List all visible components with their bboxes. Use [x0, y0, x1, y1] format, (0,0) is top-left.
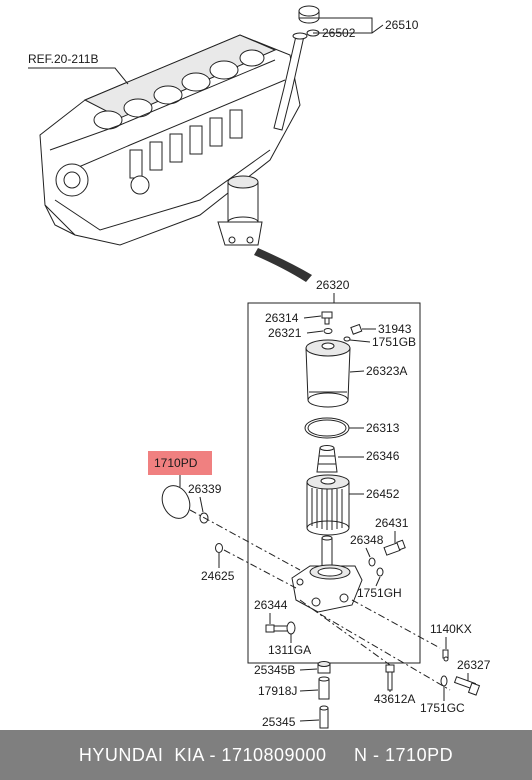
cap-25345B [317, 661, 331, 674]
oil-filler-cap [298, 5, 320, 24]
bolt-1140KX [442, 649, 449, 662]
highlight-badge [148, 451, 212, 475]
callout-26431: 26431 [375, 516, 409, 530]
spring-26346 [316, 445, 338, 473]
alignment-line-5 [299, 599, 391, 666]
filter-cap-26323A [305, 339, 351, 408]
callout-26452: 26452 [366, 487, 400, 501]
washer-1311GA [286, 621, 296, 635]
callout-1311GA: 1311GA [268, 643, 311, 657]
oring-1710PD [161, 485, 191, 519]
callout-26344: 26344 [254, 598, 288, 612]
callout-26510: 26510 [385, 18, 419, 32]
assembly-box [247, 302, 421, 664]
callout-1751GH: 1751GH [357, 586, 402, 600]
valve-25345 [319, 705, 329, 729]
oring-24625 [215, 543, 223, 553]
callout-26339: 26339 [188, 482, 222, 496]
bolt-43612A [385, 664, 395, 691]
callout-26502: 26502 [322, 26, 356, 40]
reference-label: REF.20-211B [28, 52, 98, 66]
gasket-26348 [368, 557, 376, 567]
washer-26321 [323, 328, 333, 334]
part-number-footer: HYUNDAI KIA - 1710809000 N - 1710PD [0, 730, 532, 780]
alignment-line-3 [351, 599, 441, 649]
callout-26323A: 26323A [366, 364, 407, 378]
pointer-arrow [254, 248, 312, 282]
pin-17918J [318, 676, 330, 700]
gasket-1751GB [343, 336, 351, 342]
gasket-1751GC [440, 675, 448, 687]
alignment-line-2 [223, 549, 297, 589]
callout-26314: 26314 [265, 311, 299, 325]
callout-25345B: 25345B [254, 663, 295, 677]
callout-26313: 26313 [366, 421, 400, 435]
callout-43612A: 43612A [374, 692, 415, 706]
callout-1710PD: 1710PD [154, 456, 198, 470]
alignment-line-1 [189, 509, 301, 571]
gasket-1751GH [376, 567, 384, 577]
parts-diagram: REF.20-211B 26510 26502 26320 26314 2632… [28, 5, 491, 729]
bolt-26344 [265, 624, 289, 633]
callout-1751GC: 1751GC [420, 701, 465, 715]
callout-25345: 25345 [262, 715, 296, 729]
callout-24625: 24625 [201, 569, 235, 583]
plug-26327 [453, 676, 481, 696]
oil-filler-tube [273, 32, 308, 131]
callout-26321: 26321 [268, 326, 302, 340]
sensor-26431 [383, 539, 406, 556]
engine-block [39, 34, 301, 246]
callout-1751GB: 1751GB [372, 335, 416, 349]
filter-housing [291, 535, 363, 613]
callout-1140KX: 1140KX [430, 622, 472, 636]
alignment-line-4 [319, 613, 451, 691]
filter-element-26452 [306, 474, 350, 536]
plug-31943 [350, 323, 363, 335]
engine-oil-filter-small [217, 175, 263, 246]
callout-26346: 26346 [366, 449, 400, 463]
callout-17918J: 17918J [258, 684, 297, 698]
callout-26348: 26348 [350, 533, 384, 547]
callout-31943: 31943 [378, 322, 412, 336]
callout-26320: 26320 [316, 278, 350, 292]
oring-26313 [304, 417, 350, 439]
callout-26327: 26327 [457, 658, 491, 672]
bolt-26314 [321, 311, 333, 325]
